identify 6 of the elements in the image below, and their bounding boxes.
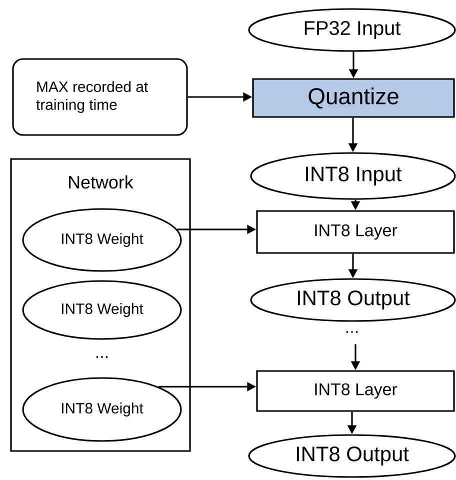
ellipsis-label: ... (96, 356, 108, 358)
note-box: MAX recorded at training time (12, 58, 188, 136)
process-box: Quantize (252, 78, 455, 118)
ellipsis-label: ... (346, 331, 358, 333)
layer-box: INT8 Layer (256, 210, 455, 254)
layer-box: INT8 Layer (256, 370, 455, 412)
